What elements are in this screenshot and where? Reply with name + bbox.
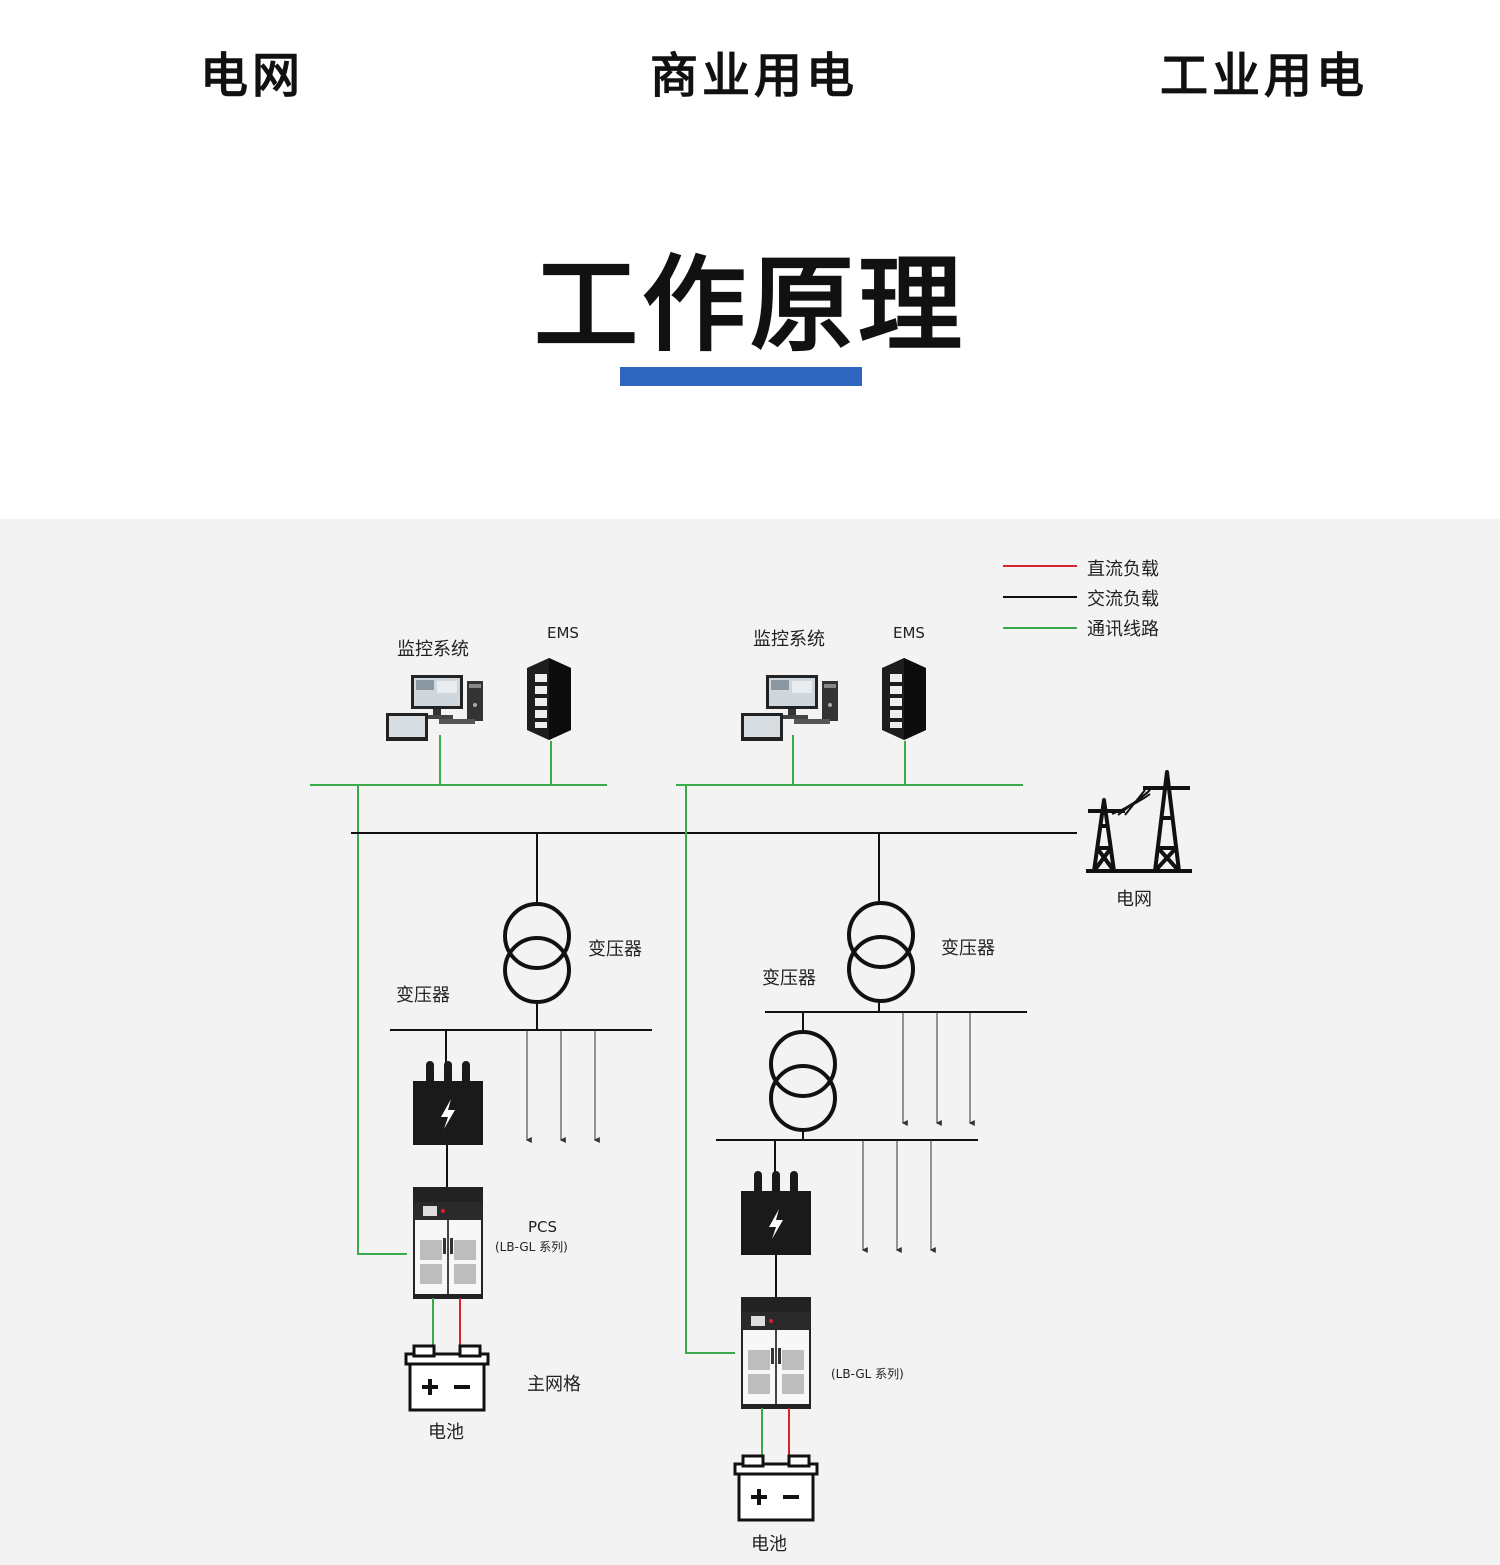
left-grid-label: 主网格 (527, 1374, 581, 1395)
right-ems-label: EMS (893, 624, 925, 642)
computer-icon (386, 675, 483, 741)
tab-commercial[interactable]: 商业用电 (650, 48, 859, 104)
pcs-cabinet-icon (741, 1297, 811, 1409)
lightning-box-icon (413, 1061, 483, 1145)
battery-icon (404, 1344, 490, 1412)
tab-grid[interactable]: 电网 (200, 48, 305, 104)
top-tabs: 电网 商业用电 工业用电 (0, 0, 1500, 130)
computer-icon (741, 675, 838, 741)
right-battery-label: 电池 (751, 1534, 787, 1555)
server-rack-icon (527, 658, 571, 740)
left-transformer-label-right: 变压器 (588, 939, 642, 960)
tab-industrial[interactable]: 工业用电 (1160, 48, 1369, 104)
transformer-icon (847, 901, 915, 1003)
legend-dc-label: 直流负载 (1087, 559, 1159, 580)
transformer-icon (503, 902, 571, 1004)
left-transformer-label-left: 变压器 (396, 985, 450, 1006)
left-battery-label: 电池 (428, 1422, 464, 1443)
left-ems-label: EMS (547, 624, 579, 642)
right-transformer-label-left: 变压器 (762, 968, 816, 989)
legend-comm-label: 通讯线路 (1087, 619, 1159, 640)
section-header: 工作原理 (0, 240, 1500, 370)
server-rack-icon (882, 658, 926, 740)
legend-ac-label: 交流负载 (1087, 589, 1159, 610)
left-monitor-label: 监控系统 (397, 639, 469, 660)
right-pcs-model: (LB-GL 系列) (831, 1367, 904, 1381)
legend: 直流负载 交流负载 通讯线路 (1003, 559, 1159, 640)
page-title: 工作原理 (533, 244, 966, 366)
right-monitor-label: 监控系统 (753, 629, 825, 650)
grid-tower-label: 电网 (1116, 889, 1152, 910)
title-underline (620, 367, 862, 386)
right-system: 监控系统 EMS 变压器 变压器 (LB-GL 系列) 电池 (676, 624, 1027, 1555)
battery-icon (733, 1454, 819, 1522)
transformer-icon (769, 1030, 837, 1132)
pcs-cabinet-icon (413, 1187, 483, 1299)
lightning-box-icon (741, 1171, 811, 1255)
right-comm-to-pcs (685, 785, 735, 1354)
left-pcs-model: (LB-GL 系列) (495, 1240, 568, 1254)
right-transformer-label-right: 变压器 (941, 938, 995, 959)
left-system: 监控系统 EMS 变压器 变压器 PCS (LB-GL 系列) 主网格 电池 (310, 624, 652, 1443)
left-comm-to-pcs (357, 785, 407, 1255)
power-tower-icon (1086, 770, 1192, 873)
left-pcs-label: PCS (528, 1218, 557, 1236)
